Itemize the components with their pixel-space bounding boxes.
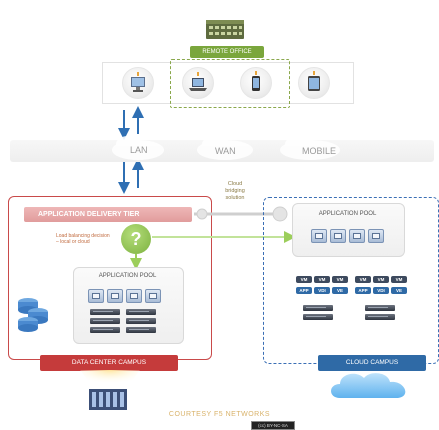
remote-office-group-outline xyxy=(170,59,290,108)
vm-chip: VM xyxy=(355,276,371,283)
remote-office-building-icon xyxy=(206,20,244,39)
cloud-app-pool-label: APPLICATION POOL xyxy=(318,211,377,217)
server-rack-icon xyxy=(126,327,156,333)
server-rack-icon xyxy=(303,305,333,311)
vm-icon xyxy=(311,229,327,243)
vm-icon xyxy=(330,229,346,243)
vm-icon xyxy=(368,229,384,243)
remote-office-label: REMOTE OFFICE xyxy=(202,49,252,55)
vm-chip: VM xyxy=(391,276,407,283)
cloud-campus-banner: CLOUD CAMPUS xyxy=(318,355,426,371)
vdi-chip: VDI xyxy=(314,287,330,294)
load-balancing-note: Load balancing decision – local or cloud xyxy=(56,233,110,245)
cloud-icon xyxy=(331,373,406,398)
lan-label: LAN xyxy=(130,145,148,155)
server-rack-icon xyxy=(365,314,395,320)
ve-chip: VE xyxy=(391,287,407,294)
vm-icon xyxy=(126,289,142,303)
vm-chip: VM xyxy=(332,276,348,283)
server-rack-icon xyxy=(90,327,120,333)
server-rack-icon xyxy=(303,314,333,320)
application-delivery-tier-banner: APPLICATION DELIVERY TIER xyxy=(24,207,192,222)
vdi-chip: VDI xyxy=(373,287,389,294)
vm-icon xyxy=(349,229,365,243)
cloud-campus-label: CLOUD CAMPUS xyxy=(345,359,399,366)
vm-icon xyxy=(107,289,123,303)
decision-question-mark: ? xyxy=(130,229,142,249)
cloud-bridge-connector xyxy=(194,206,288,222)
vm-chip: VM xyxy=(314,276,330,283)
vm-chip: VM xyxy=(296,276,312,283)
server-rack-icon xyxy=(90,318,120,324)
laptop-icon xyxy=(182,67,214,99)
server-rack-icon xyxy=(126,309,156,315)
cloud-bridging-label: Cloud bridging solution xyxy=(225,181,245,201)
load-balancing-decision-icon: ? xyxy=(121,224,151,254)
data-center-campus-banner: DATA CENTER CAMPUS xyxy=(40,355,178,371)
application-delivery-tier-label: APPLICATION DELIVERY TIER xyxy=(38,211,140,218)
server-rack-icon xyxy=(90,309,120,315)
license-badge-text: (cc) BY-NC-SA xyxy=(258,423,288,428)
server-rack-icon xyxy=(365,305,395,311)
data-center-campus-label: DATA CENTER CAMPUS xyxy=(71,359,147,366)
smartphone-icon xyxy=(240,67,272,99)
app-chip: APP xyxy=(355,287,371,294)
vm-icon xyxy=(145,289,161,303)
lan-arrows xyxy=(118,106,144,194)
data-center-building-icon xyxy=(89,389,127,410)
database-icon xyxy=(18,298,48,332)
server-rack-icon xyxy=(126,318,156,324)
cloud-application-pool xyxy=(292,203,405,257)
ve-chip: VE xyxy=(332,287,348,294)
wan-label: WAN xyxy=(215,146,236,156)
mobile-label: MOBILE xyxy=(302,146,337,156)
network-clouds xyxy=(112,136,340,160)
vm-icon xyxy=(88,289,104,303)
vm-chip: VM xyxy=(373,276,389,283)
routing-arrows xyxy=(130,231,296,268)
tablet-icon xyxy=(298,67,330,99)
app-chip: APP xyxy=(296,287,312,294)
license-badge: (cc) BY-NC-SA xyxy=(251,421,295,430)
datacenter-app-pool-label: APPLICATION POOL xyxy=(98,273,157,279)
courtesy-credit: COURTESY F5 NETWORKS xyxy=(168,411,271,418)
remote-office-banner: REMOTE OFFICE xyxy=(190,46,264,58)
desktop-computer-icon xyxy=(122,67,154,99)
data-center-glow xyxy=(80,370,140,390)
